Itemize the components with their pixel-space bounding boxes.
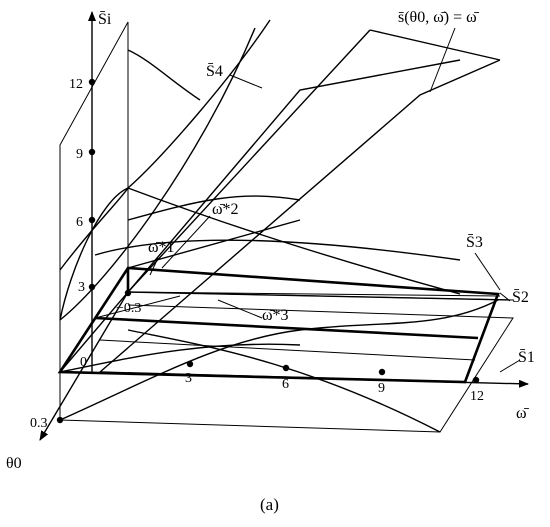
base-frame-bold xyxy=(57,266,500,384)
vertical-tick-12: 12 xyxy=(69,77,83,92)
surface-label-s4: S̄4 xyxy=(206,63,223,80)
base-plane xyxy=(59,304,514,433)
tick-point-12 xyxy=(88,78,96,86)
surface-label-s1: S̄1 xyxy=(518,349,535,366)
tick-point-w6 xyxy=(282,364,290,372)
leader-s4 xyxy=(229,74,263,89)
grid-line-2 xyxy=(59,267,129,373)
s4-edge-front xyxy=(127,187,461,295)
figure-caption: (a) xyxy=(260,495,279,514)
s1-curve-lower-2 xyxy=(59,343,301,373)
s4-curve-2 xyxy=(94,239,461,261)
vertical-tick-0: 0 xyxy=(80,355,87,370)
leader-s3 xyxy=(474,252,501,291)
tick-point-w12 xyxy=(472,376,480,384)
leader-w3 xyxy=(217,299,263,319)
leader-s2 xyxy=(499,292,511,302)
vertical-axis-label: S̄i xyxy=(98,11,112,28)
surface-label-s2: S̄2 xyxy=(512,289,529,306)
plane-edge-1 xyxy=(127,29,371,293)
s4-curve-4 xyxy=(59,187,129,271)
plane-edge-5 xyxy=(99,59,501,373)
s4-curve-3 xyxy=(127,195,301,221)
leader-s1 xyxy=(499,359,521,373)
vertical-tick-3: 3 xyxy=(78,280,85,295)
omega-tick-6: 6 xyxy=(282,377,289,392)
theta-tick-pos: 0.3 xyxy=(30,416,48,431)
point-label-w3: ω̄*3 xyxy=(262,307,289,324)
tick-point-theta-neg xyxy=(124,289,132,297)
point-label-w2: ω̄*2 xyxy=(212,201,239,218)
omega-tick-12: 12 xyxy=(470,389,484,404)
theta-tick-neg: −0.3 xyxy=(116,301,141,316)
tick-point-w9 xyxy=(378,368,386,376)
vertical-tick-9: 9 xyxy=(76,147,83,162)
s1-curve xyxy=(59,299,499,421)
tick-point-6 xyxy=(88,216,96,224)
plane-edge-6 xyxy=(369,29,501,61)
leader-w1 xyxy=(149,257,159,276)
surface-label-plane: s̄(θ0, ω̄) = ω̄ xyxy=(398,9,480,26)
point-label-w1: ω̄*1 xyxy=(148,239,175,256)
tick-point-w3 xyxy=(186,360,194,368)
plane-edge-4 xyxy=(59,59,461,373)
vertical-tick-6: 6 xyxy=(76,215,83,230)
tick-point-9 xyxy=(88,148,96,156)
theta-axis-label: θ0 xyxy=(6,455,22,472)
theta-axis xyxy=(39,291,129,441)
omega-axis-label: ω̄ xyxy=(516,405,530,422)
s4-curve-1 xyxy=(59,27,256,321)
leader-w2 xyxy=(161,215,211,269)
omega-tick-9: 9 xyxy=(378,381,385,396)
grid-line-5 xyxy=(99,339,476,361)
surface-label-s3: S̄3 xyxy=(466,234,483,251)
tick-point-theta-pos xyxy=(56,416,64,424)
s4-edge-back xyxy=(127,49,201,101)
s1-curve-lower xyxy=(127,329,441,433)
omega-tick-3: 3 xyxy=(185,371,192,386)
leader-plane xyxy=(429,27,456,93)
tick-point-3 xyxy=(88,283,96,291)
